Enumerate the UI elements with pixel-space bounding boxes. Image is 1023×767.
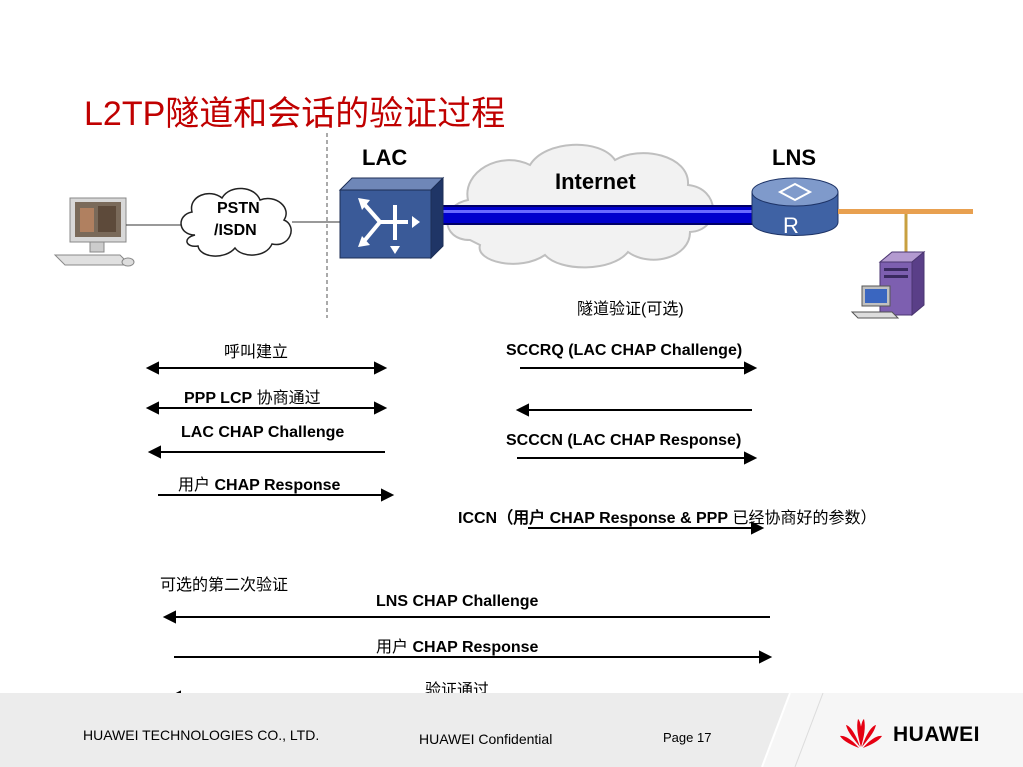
lac-chap-challenge-label: LAC CHAP Challenge <box>181 424 345 441</box>
scccn-label: SCCCN (LAC CHAP Response) <box>506 432 742 449</box>
tunnel-auth-label: 隧道验证(可选) <box>577 301 684 318</box>
lns-network-link <box>838 209 973 214</box>
internet-label: Internet <box>555 169 636 194</box>
call-setup-label: 呼叫建立 <box>224 344 289 361</box>
iccn-label: ICCN（用户 CHAP Response & PPP 已经协商好的参数） <box>458 504 876 528</box>
lns-chap-challenge-arrowhead <box>162 610 176 624</box>
ppp-lcp-label-en: PPP LCP <box>184 390 253 407</box>
lac-label: LAC <box>362 145 408 170</box>
right-flow-arrows <box>515 361 765 535</box>
scccn-arrowhead <box>744 451 758 465</box>
left-flow-arrows <box>145 361 395 502</box>
lac-box-icon <box>338 176 445 260</box>
lns-router-icon <box>751 177 839 236</box>
user-chap-response-2-arrowhead <box>759 650 773 664</box>
footer-decoration <box>761 693 1023 767</box>
user-chap-response-2-label: 用户 CHAP Response <box>376 633 538 657</box>
pstn-label: PSTN <box>217 200 260 217</box>
sccrq-arrowhead <box>744 361 758 375</box>
user-chap-response-2-label-zh: 用户 <box>376 639 409 656</box>
ppp-lcp-label-zh: 协商通过 <box>256 390 321 407</box>
ppp-lcp-arrowhead-right <box>374 401 388 415</box>
iccn-label-c: 已经协商好的参数） <box>732 510 877 527</box>
sccrp-arrowhead <box>515 403 529 417</box>
company-name: HUAWEI TECHNOLOGIES CO., LTD. <box>83 727 320 743</box>
isdn-label: /ISDN <box>214 222 257 239</box>
tunnel-pipe <box>438 205 756 225</box>
user-chap-response-arrowhead <box>381 488 395 502</box>
user-chap-response-label: 用户 CHAP Response <box>178 471 340 495</box>
sccrq-label: SCCRQ (LAC CHAP Challenge) <box>506 342 743 359</box>
user-chap-response-label-en: CHAP Response <box>214 477 341 494</box>
lns-label: LNS <box>772 145 816 170</box>
ppp-lcp-arrowhead-left <box>145 401 159 415</box>
iccn-label-b: CHAP Response & PPP <box>549 510 728 527</box>
confidential-label: HUAWEI Confidential <box>419 731 553 747</box>
page-title: L2TP隧道和会话的验证过程 <box>84 95 506 133</box>
footer-bar: HUAWEI TECHNOLOGIES CO., LTD. HUAWEI Con… <box>0 693 1023 767</box>
pstn-cloud <box>180 187 292 257</box>
second-auth-heading: 可选的第二次验证 <box>160 577 289 594</box>
server-icon <box>850 250 926 319</box>
router-letter: R <box>783 213 799 238</box>
call-setup-arrowhead-right <box>374 361 388 375</box>
huawei-logo-text: HUAWEI <box>893 723 980 746</box>
iccn-arrowhead <box>751 521 765 535</box>
lac-chap-challenge-arrowhead <box>147 445 161 459</box>
user-chap-response-label-zh: 用户 <box>178 477 211 494</box>
page-number: Page 17 <box>663 730 712 745</box>
ppp-lcp-label: PPP LCP 协商通过 <box>184 384 321 408</box>
user-chap-response-2-label-en: CHAP Response <box>412 639 539 656</box>
huawei-logo-icon <box>840 719 882 748</box>
iccn-label-a: ICCN（用户 <box>458 510 546 527</box>
pc-icon <box>53 197 135 267</box>
call-setup-arrowhead-left <box>145 361 159 375</box>
lns-chap-challenge-label: LNS CHAP Challenge <box>376 593 539 610</box>
